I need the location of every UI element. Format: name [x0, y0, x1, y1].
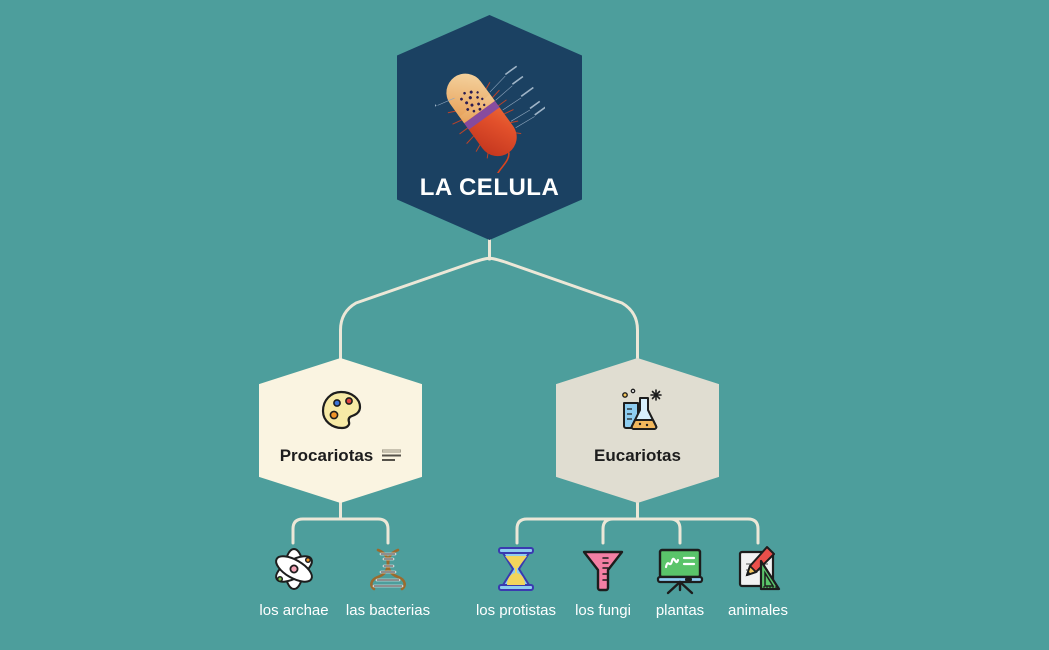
leaf-node-los-fungi[interactable]: los fungi	[548, 543, 658, 619]
atom-icon	[275, 548, 313, 590]
wire-euc-tick-plantas	[668, 517, 682, 545]
funnel-icon	[582, 550, 624, 592]
leaf-label-plantas: plantas	[655, 602, 705, 619]
dna-helix-icon	[370, 548, 406, 591]
bacterium-cell-diagram-icon	[434, 65, 545, 173]
paper-pencil-ruler-icon	[738, 546, 781, 591]
branch-label-procariotas: Procariotas	[279, 446, 374, 465]
wire-proc-bracket	[291, 517, 390, 545]
leaf-label-animales: animales	[727, 602, 789, 619]
wire-root-to-eucariotas	[488, 256, 639, 360]
leaf-label-las-bacterias: las bacterias	[345, 602, 431, 619]
wire-euc-tick-fungi	[601, 517, 615, 545]
branch-label-row-procariotas: Procariotas	[259, 446, 422, 466]
branch-label-eucariotas: Eucariotas	[594, 446, 681, 465]
paint-palette-icon	[321, 390, 361, 430]
leaf-node-animales[interactable]: animales	[703, 543, 813, 619]
leaf-node-las-bacterias[interactable]: las bacterias	[333, 543, 443, 619]
leaf-node-plantas[interactable]: plantas	[625, 543, 735, 619]
branch-node-eucariotas[interactable]: Eucariotas	[556, 358, 719, 503]
wire-euc-bracket-outer	[515, 517, 760, 545]
leaf-node-los-protistas[interactable]: los protistas	[461, 543, 571, 619]
leaf-label-los-fungi: los fungi	[575, 602, 631, 619]
leaf-node-los-archae[interactable]: los archae	[239, 543, 349, 619]
text-lines-icon[interactable]	[382, 449, 402, 463]
hourglass-icon	[498, 547, 534, 591]
root-node[interactable]: LA CELULA	[397, 15, 582, 240]
branch-node-procariotas[interactable]: Procariotas	[259, 358, 422, 503]
root-node-title: LA CELULA	[419, 174, 560, 201]
leaf-label-los-protistas: los protistas	[475, 602, 557, 619]
chalkboard-easel-icon	[656, 548, 704, 595]
lab-flasks-icon	[621, 388, 662, 430]
wire-root-to-procariotas	[339, 256, 491, 360]
branch-label-row-eucariotas: Eucariotas	[556, 446, 719, 466]
leaf-label-los-archae: los archae	[259, 602, 329, 619]
